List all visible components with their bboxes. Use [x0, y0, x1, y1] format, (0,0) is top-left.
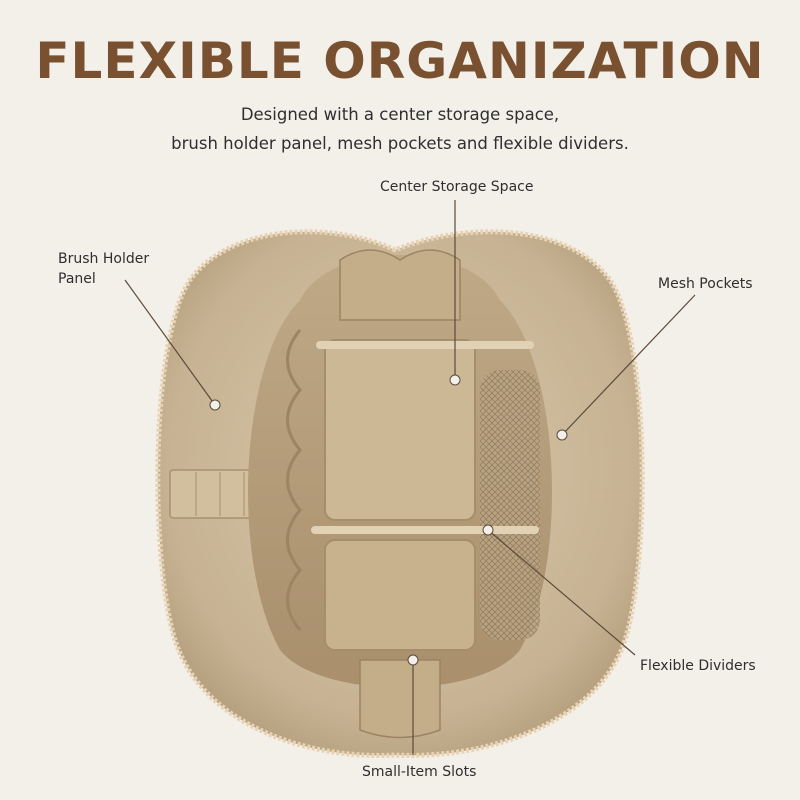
dot-flexible-dividers: [482, 524, 494, 536]
leader-mesh-pockets: [561, 294, 696, 436]
label-flexible-dividers: Flexible Dividers: [640, 658, 756, 674]
dot-brush-holder: [209, 399, 221, 411]
subtitle-line-2: brush holder panel, mesh pockets and fle…: [171, 134, 629, 153]
dot-mesh-pockets: [556, 429, 568, 441]
label-small-item-slots: Small-Item Slots: [362, 764, 477, 780]
page-subtitle: Designed with a center storage space, br…: [0, 100, 800, 158]
label-brush-holder: Brush Holder Panel: [58, 249, 149, 289]
callout-leaders: [124, 200, 696, 755]
label-center-storage: Center Storage Space: [380, 179, 534, 195]
label-mesh-pockets: Mesh Pockets: [658, 276, 753, 292]
inner-compartment: [247, 249, 553, 739]
label-brush-holder-line2: Panel: [58, 271, 96, 287]
dot-center-storage: [449, 374, 461, 386]
callout-dots: [209, 374, 568, 666]
label-brush-holder-line1: Brush Holder: [58, 251, 150, 267]
subtitle-line-1: Designed with a center storage space,: [240, 105, 560, 124]
leader-brush-holder: [124, 279, 216, 406]
dot-small-item-slots: [407, 654, 419, 666]
page-title: FLEXIBLE ORGANIZATION: [35, 32, 765, 90]
leader-flexible-dividers: [487, 529, 636, 656]
